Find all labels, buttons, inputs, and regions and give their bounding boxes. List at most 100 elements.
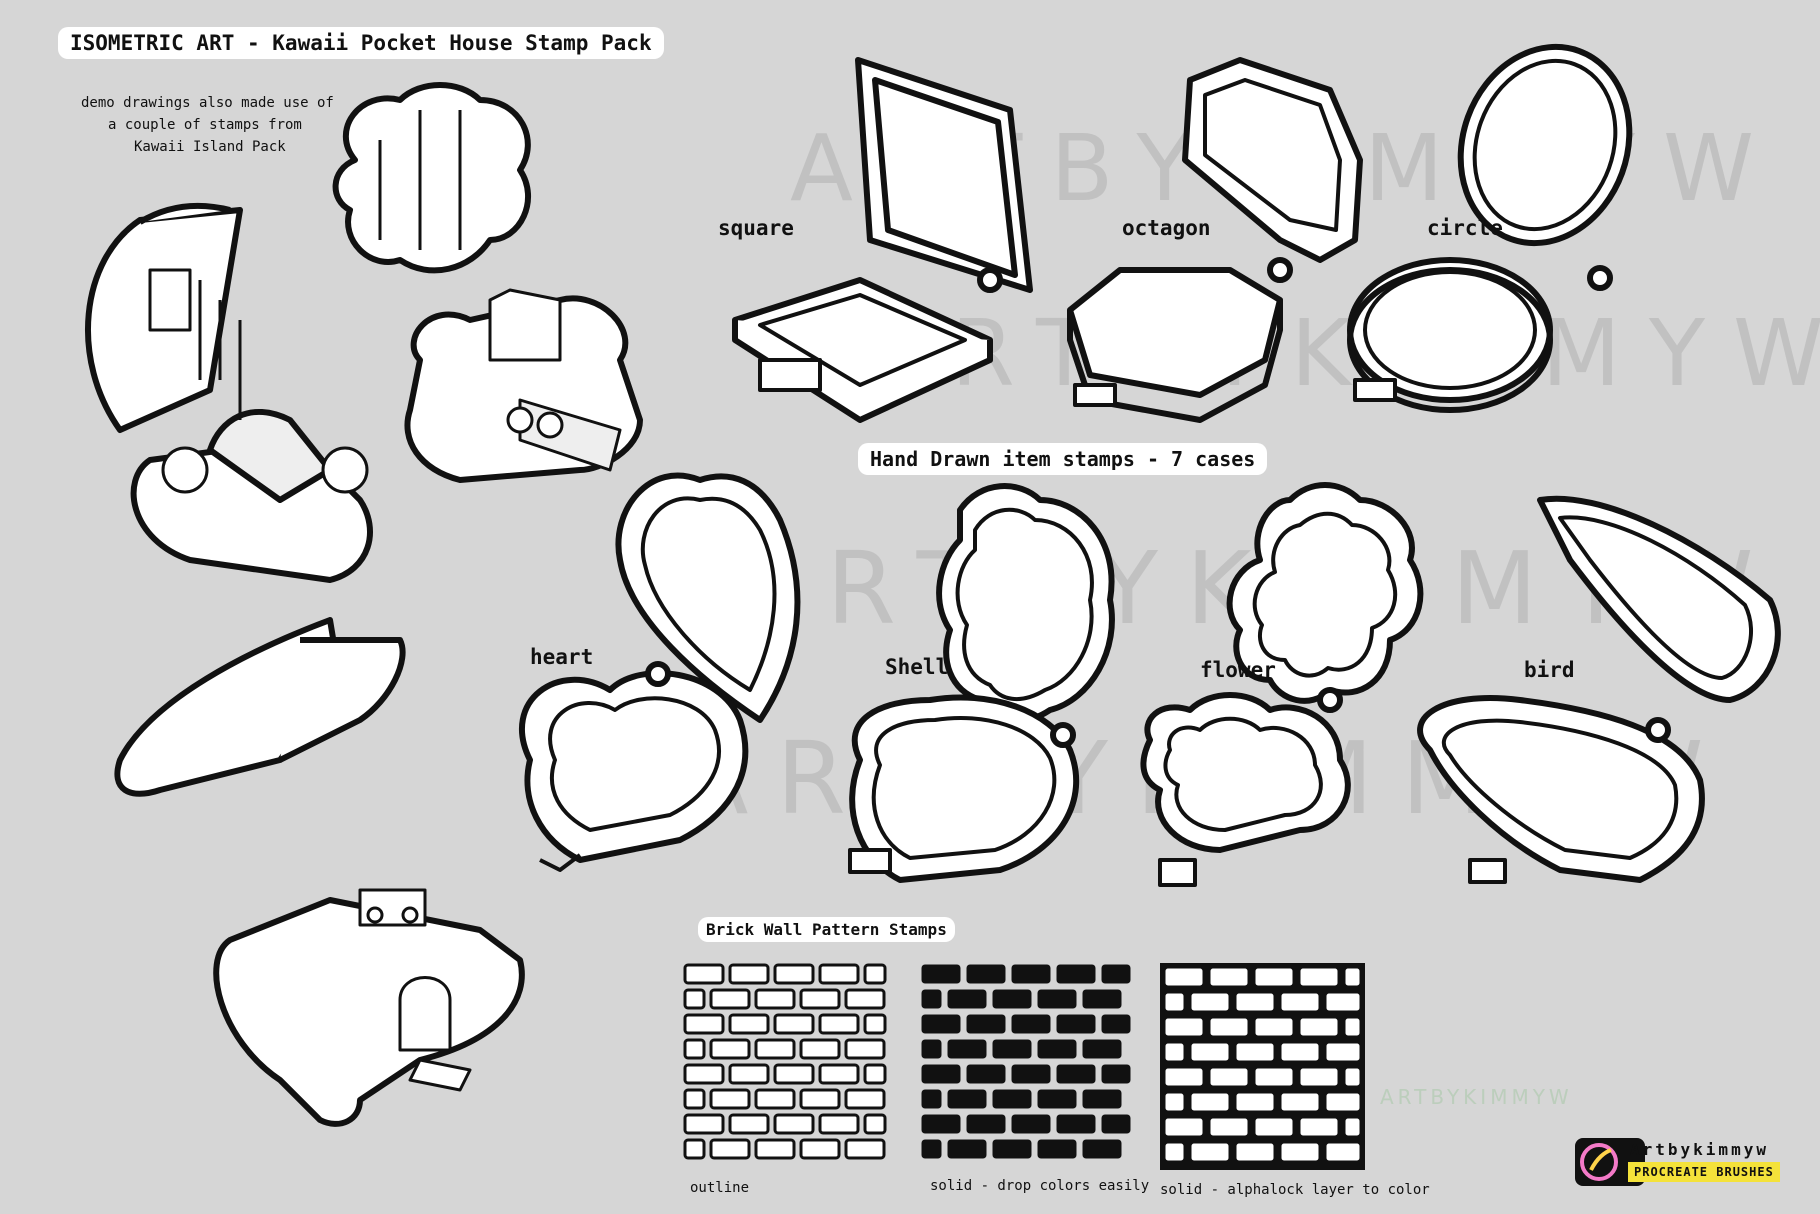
brick: [1056, 1064, 1096, 1084]
brick: [799, 988, 841, 1010]
brick: [1235, 1092, 1275, 1112]
brick: [683, 1063, 725, 1085]
brick: [1164, 967, 1204, 987]
brick: [921, 989, 942, 1009]
brick: [1011, 964, 1051, 984]
brick: [1209, 1067, 1249, 1087]
brick: [992, 1039, 1032, 1059]
demo-bird-house-icon: [114, 617, 525, 1127]
brick: [1280, 1042, 1320, 1062]
brick: [818, 1013, 860, 1035]
brick: [844, 1088, 886, 1110]
brick: [709, 1088, 751, 1110]
brick: [683, 1138, 706, 1160]
brick: [1082, 1039, 1122, 1059]
brick: [863, 1013, 887, 1035]
brick: [709, 988, 751, 1010]
brick-outline-icon: [683, 963, 887, 1160]
brick: [1344, 967, 1361, 987]
case-label-octagon: octagon: [1122, 216, 1211, 240]
brick: [844, 1038, 886, 1060]
brick-solid-icon: [921, 964, 1131, 1159]
brick: [1344, 1067, 1361, 1087]
brick: [1325, 992, 1361, 1012]
brick: [1164, 1042, 1185, 1062]
brick: [1344, 1117, 1361, 1137]
brick: [1101, 1064, 1131, 1084]
circle-case-icon: [1347, 43, 1633, 413]
brick: [1344, 1017, 1361, 1037]
brick: [921, 1089, 942, 1109]
brick: [1325, 1042, 1361, 1062]
brick-section-title: Brick Wall Pattern Stamps: [698, 917, 955, 942]
brand-tag: PROCREATE BRUSHES: [1628, 1162, 1780, 1182]
brick: [1164, 1142, 1185, 1162]
brick: [1082, 989, 1122, 1009]
shell-case-icon: [848, 483, 1115, 883]
brick: [683, 988, 706, 1010]
brick: [683, 1088, 706, 1110]
brick: [1164, 1117, 1204, 1137]
brick: [1056, 1114, 1096, 1134]
brick: [1082, 1089, 1122, 1109]
case-label-heart: heart: [530, 645, 594, 669]
case-label-bird: bird: [1524, 658, 1575, 682]
brick: [1280, 1142, 1320, 1162]
brick: [992, 1139, 1032, 1159]
case-label-shell: Shell: [885, 655, 949, 679]
square-case-icon: [732, 57, 1033, 423]
brick: [754, 1138, 796, 1160]
brick: [1299, 967, 1339, 987]
brick: [1037, 1089, 1077, 1109]
brick: [1101, 1114, 1131, 1134]
brick-label-alphalock: solid - alphalock layer to color: [1160, 1182, 1430, 1198]
brick: [1190, 992, 1230, 1012]
brick: [773, 1113, 815, 1135]
brick: [1164, 1092, 1185, 1112]
brick: [1011, 1064, 1051, 1084]
brick: [1056, 1014, 1096, 1034]
brick: [947, 1039, 987, 1059]
brick: [1299, 1017, 1339, 1037]
brick: [754, 988, 796, 1010]
brick: [683, 1038, 706, 1060]
demo-note-line: demo drawings also made use of: [81, 95, 334, 111]
brick: [1325, 1092, 1361, 1112]
brick: [966, 1114, 1006, 1134]
brick: [1011, 1014, 1051, 1034]
brick: [863, 963, 887, 985]
demo-note-line: a couple of stamps from: [108, 117, 302, 133]
brick: [921, 1114, 961, 1134]
brick: [921, 964, 961, 984]
brick: [754, 1088, 796, 1110]
brick: [1280, 1092, 1320, 1112]
brick: [844, 988, 886, 1010]
brick: [1254, 1067, 1294, 1087]
flower-case-icon: [1140, 482, 1424, 887]
brick: [992, 989, 1032, 1009]
brick: [1082, 1139, 1122, 1159]
brick: [818, 963, 860, 985]
brick: [1190, 1092, 1230, 1112]
brick: [728, 1113, 770, 1135]
brick: [992, 1089, 1032, 1109]
brick: [773, 1013, 815, 1035]
brick: [1056, 964, 1096, 984]
brick: [921, 1064, 961, 1084]
brick: [683, 963, 725, 985]
brand-name: Artbykimmyw: [1630, 1140, 1769, 1159]
demo-heart-house-icon: [85, 202, 373, 583]
brick: [1037, 1139, 1077, 1159]
brick: [754, 1038, 796, 1060]
brick: [728, 1013, 770, 1035]
brick: [1254, 1017, 1294, 1037]
brick: [1235, 992, 1275, 1012]
brick: [683, 1013, 725, 1035]
brick-alphalock-icon: [1160, 963, 1365, 1170]
brick: [1209, 1017, 1249, 1037]
brick: [1190, 1142, 1230, 1162]
brick: [1254, 967, 1294, 987]
brick: [1235, 1142, 1275, 1162]
brick: [683, 1113, 725, 1135]
brick: [1325, 1142, 1361, 1162]
